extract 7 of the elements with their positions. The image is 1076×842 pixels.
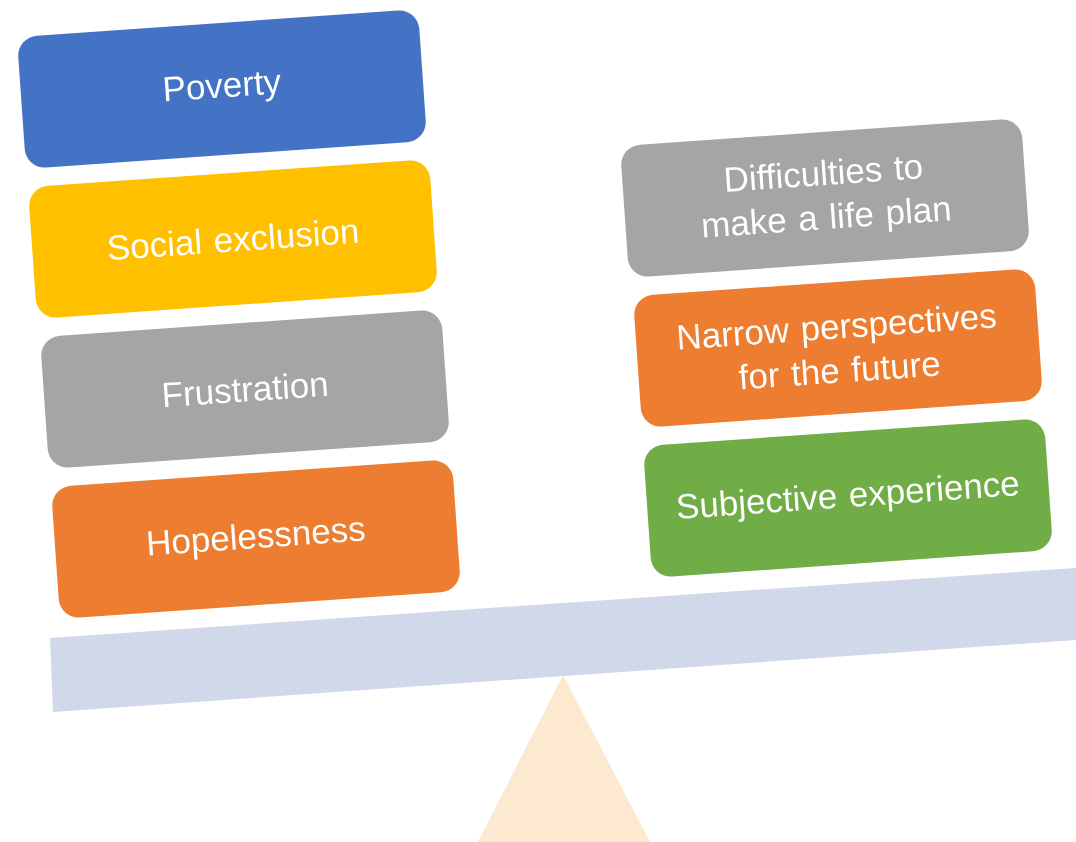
label-box: Frustration — [41, 310, 449, 468]
label-box: Subjective experience — [644, 419, 1052, 577]
label-box: Social exclusion — [29, 160, 437, 318]
label-box: Narrow perspectives for the future — [634, 269, 1042, 427]
label-box: Hopelessness — [52, 460, 460, 618]
label-box: Poverty — [18, 10, 426, 168]
label-box: Difficulties to make a life plan — [621, 119, 1029, 277]
